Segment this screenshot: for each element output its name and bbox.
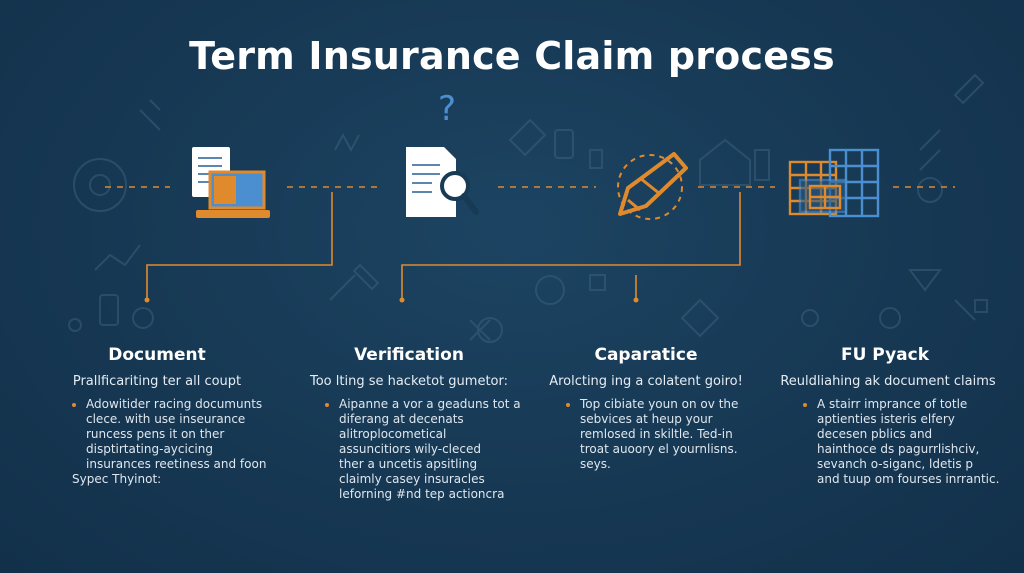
timeline-connectors [146, 192, 741, 300]
step-body-caparatice: Top cibiate youn on ov the sebvices at h… [566, 397, 738, 472]
step-subtitle-verification: Too lting se hacketot gumetor: [309, 374, 508, 389]
tools-doodle-icon [139, 99, 161, 131]
step-line: A stairr imprance of totle [817, 397, 968, 411]
step-line: disptirtating-aycicing [86, 442, 213, 456]
question-mark-icon: ? [438, 89, 456, 129]
step-subtitle-caparatice: Arolcting ing a colatent goiro! [549, 374, 743, 389]
step-body-fu-pyack: A stairr imprance of totle aptienties is… [803, 397, 999, 487]
step-line: Top cibiate youn on ov the [580, 397, 739, 411]
bullet-icon [72, 403, 76, 407]
bullet-icon [803, 403, 807, 407]
gear-doodle-icon [73, 158, 127, 212]
step-line: and tuup om fourses inrrantic. [817, 472, 1000, 486]
step-line: assuncitiors wily-cleced [339, 442, 481, 456]
step-line: Aipanne a vor a geaduns tot a [339, 397, 521, 411]
chart-doodle-icon [94, 244, 141, 271]
step-line: alitroplocometical [339, 427, 447, 441]
step-title-fu-pyack: FU Pyack [840, 345, 930, 365]
step-line: sebvices at heup your [580, 412, 713, 426]
step-line: seys. [580, 457, 611, 471]
hand-doodle-icon [352, 263, 380, 291]
step-body-verification: Aipanne a vor a geaduns tot a diferang a… [325, 397, 521, 502]
step-line: Adowitider racing documunts [86, 397, 263, 411]
step-title-caparatice: Caparatice [594, 345, 698, 365]
step-line: insurances reetiness and foon [86, 457, 267, 471]
document-magnifier-icon [406, 147, 479, 217]
step-line: aptienties isteris elfery [817, 412, 955, 426]
step-line: troat auoory el yournlisns. [580, 442, 738, 456]
step-line: clece. with use inseurance [86, 412, 246, 426]
connector-document [146, 192, 333, 300]
step-line: sevanch o-siganc, ldetis p [817, 457, 974, 471]
bullet-icon [566, 403, 570, 407]
step-line: runcess pens it on ther [86, 427, 225, 441]
step-line: ther a uncetis apsitling [339, 457, 478, 471]
step-line: hainthoce ds pagurrlishciv, [817, 442, 980, 456]
step-line: claimly casey insuracles [339, 472, 485, 486]
step-line: Sypec Thyinot: [72, 472, 162, 486]
document-laptop-icon [192, 147, 270, 218]
step-line: leforning #nd tep actioncra [339, 487, 505, 501]
wrench-doodle-icon [508, 118, 547, 157]
step-line: diferang at decenats [339, 412, 464, 426]
pencil-doodle-icon [919, 129, 941, 171]
step-line: remlosed in skiltle. Ted-in [580, 427, 733, 441]
step-subtitle-fu-pyack: Reuldliahing ak document claims [780, 374, 996, 389]
spreadsheet-grid-icon [788, 148, 880, 218]
camera-doodle-icon [535, 275, 565, 305]
page-title: Term Insurance Claim process [189, 34, 835, 78]
connector-verification [401, 192, 741, 300]
house-doodle-icon [699, 138, 751, 186]
tower-doodle-icon [334, 132, 360, 153]
bullet-icon [325, 403, 329, 407]
pen-icon [617, 152, 688, 220]
step-subtitle-document: Prallficariting ter all coupt [72, 374, 242, 389]
step-title-verification: Verification [354, 345, 464, 365]
step-body-document: Adowitider racing documunts clece. with … [72, 397, 266, 487]
step-line: decesen pblics and [817, 427, 933, 441]
step-title-document: Document [108, 345, 206, 365]
